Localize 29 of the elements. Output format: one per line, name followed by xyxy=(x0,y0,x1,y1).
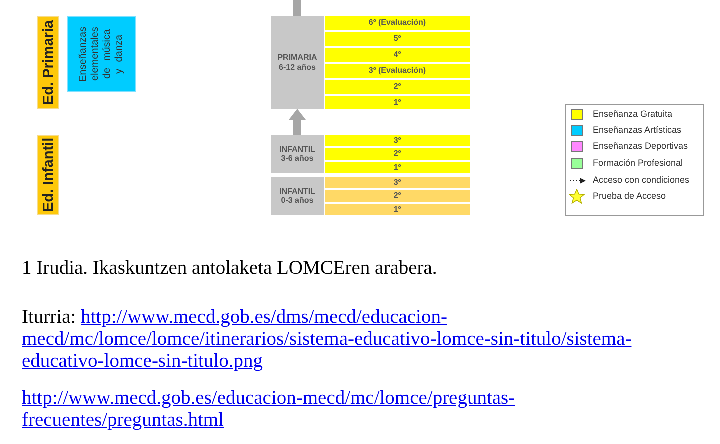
course-bar: 5º xyxy=(325,32,470,46)
course-bar: 2º xyxy=(325,80,470,94)
course-bar: 3º xyxy=(325,135,470,146)
cycle-box: INFANTIL 3-6 años xyxy=(271,135,324,173)
course-bar: 6º (Evaluación) xyxy=(325,16,470,30)
figure-caption: 1 Irudia. Ikaskuntzen antolaketa LOMCEren arabera. xyxy=(22,258,438,280)
legend-label: Prueba de Acceso xyxy=(593,191,666,202)
cycle-box: PRIMARIA 6-12 años xyxy=(271,16,324,109)
legend-label: Formación Profesional xyxy=(593,158,684,169)
course-bar: 3º (Evaluación) xyxy=(325,64,470,78)
stage-tab: Ed. Primaria xyxy=(37,16,59,109)
legend-label: Enseñanzas Deportivas xyxy=(593,141,688,152)
course-bar: 3º xyxy=(325,177,470,188)
course-bar: 1º xyxy=(325,204,470,215)
legend-label: Enseñanzas Artísticas xyxy=(593,125,682,136)
arrow xyxy=(289,109,306,135)
course-bar: 1º xyxy=(325,162,470,173)
connector-line xyxy=(294,0,302,16)
source-note: Iturria: http://www.mecd.gob.es/dms/mecd/educacion-mecd/mc/lomce/lomce/itinerarios/sistema-educativo-lomce-sin-titulo/sistema-educativo-lomce-sin-titulo.png xyxy=(22,307,633,373)
course-bar: 1º xyxy=(325,96,470,109)
course-bar: 2º xyxy=(325,190,470,202)
source-link: http://www.mecd.gob.es/educacion-mecd/mc/lomce/preguntas-frecuentes/preguntas.html xyxy=(22,388,516,432)
legend-label: Acceso con condiciones xyxy=(593,175,690,186)
course-bar: 2º xyxy=(325,148,470,160)
course-bar: 4º xyxy=(325,48,470,62)
stage-tab: Ed. Infantil xyxy=(37,135,59,215)
legend-label: Enseñanza Gratuita xyxy=(593,109,673,120)
cycle-box: INFANTIL 0-3 años xyxy=(271,177,324,215)
arts-box: Enseñanzas elementales de música y danza xyxy=(67,16,136,92)
